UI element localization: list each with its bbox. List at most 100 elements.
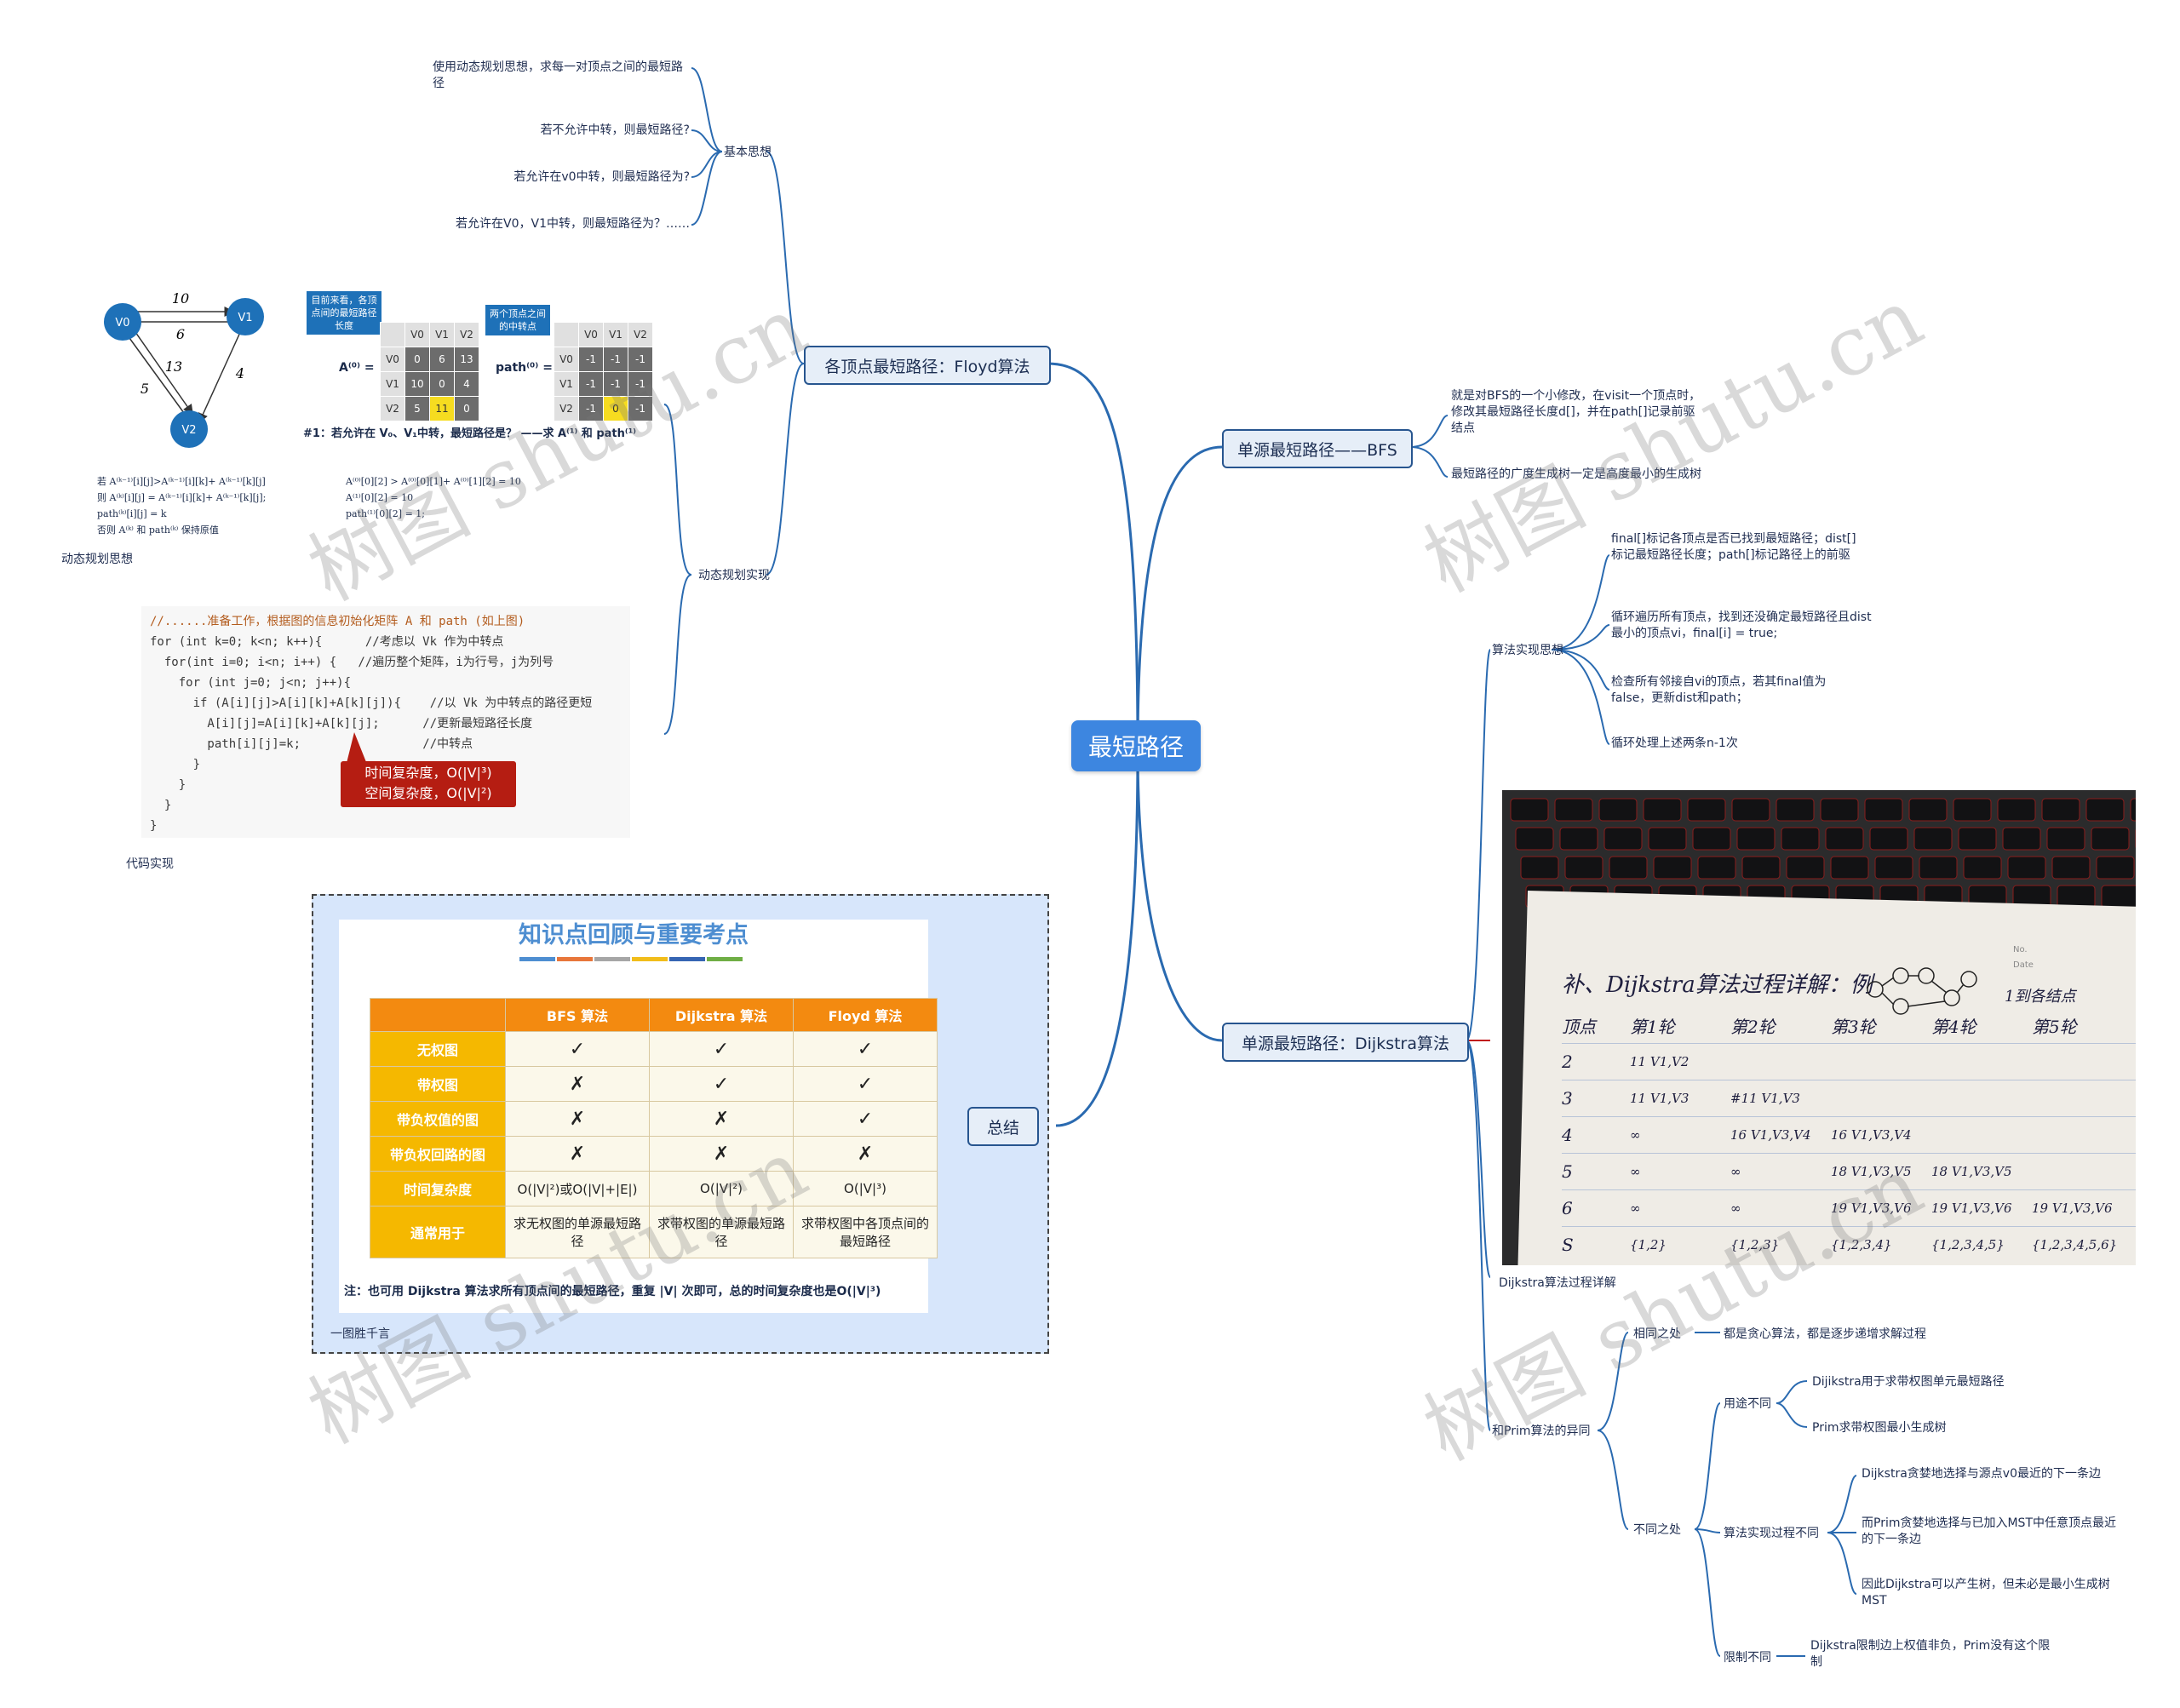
matrix-cell: -1 xyxy=(578,396,604,421)
code-line: if (A[i][j]>A[i][k]+A[k][j]){ //以 Vk 为中转… xyxy=(150,696,593,710)
notebook-cell: {1,2,3,4,5,6} xyxy=(2032,1237,2118,1252)
floyd-rule-block: 若 A⁽ᵏ⁻¹⁾[i][j]>A⁽ᵏ⁻¹⁾[i][k]+ A⁽ᵏ⁻¹⁾[k][j… xyxy=(97,473,344,538)
notebook-cell: 6 xyxy=(1562,1198,1573,1218)
summary-node[interactable]: 总结 xyxy=(967,1107,1039,1146)
notebook-cell: ∞ xyxy=(1630,1164,1641,1179)
comparison-header xyxy=(370,998,506,1032)
keyboard-key xyxy=(2101,885,2136,908)
code-line: for (int j=0; j<n; j++){ xyxy=(150,676,352,690)
comparison-cell: ✓ xyxy=(793,1066,938,1102)
notebook-cell: {1,2} xyxy=(1630,1237,1667,1252)
matrix-row-header: V0 xyxy=(554,347,579,372)
notebook-cell: 19 V1,V3,V6 xyxy=(1831,1201,1912,1216)
keyboard-key xyxy=(2007,856,2046,880)
dijkstra-idea-label[interactable]: 算法实现思想 xyxy=(1492,644,1563,657)
notebook-mini-graph xyxy=(1867,967,1977,1015)
keyboard-key xyxy=(2091,827,2130,851)
keyboard-key xyxy=(1692,827,1731,851)
notebook-corner-no: No. xyxy=(2013,945,2028,954)
use-label[interactable]: 用途不同 xyxy=(1724,1397,1771,1411)
basic-idea-item-2[interactable]: 若允许在v0中转，则最短路径为? xyxy=(513,170,690,184)
same-item[interactable]: 都是贪心算法，都是逐步递增求解过程 xyxy=(1724,1327,1926,1341)
code-line: //......准备工作，根据图的信息初始化矩阵 A 和 path (如上图) xyxy=(150,615,525,628)
basic-idea-label[interactable]: 基本思想 xyxy=(724,146,772,159)
bfs-node[interactable]: 单源最短路径——BFS xyxy=(1222,429,1413,468)
matrix-row-header: V0 xyxy=(380,347,405,372)
comparison-cell: 求带权图的单源最短路径 xyxy=(649,1206,794,1258)
same-label[interactable]: 相同之处 xyxy=(1633,1327,1681,1341)
keyboard-key xyxy=(2041,798,2080,822)
code-line: A[i][j]=A[i][k]+A[k][j]; //更新最短路径长度 xyxy=(150,717,533,731)
comparison-cell: O(|V|²)或O(|V|+|E|) xyxy=(505,1171,650,1206)
notebook-corner-date: Date xyxy=(2013,960,2034,970)
keyboard-key xyxy=(2085,798,2125,822)
dijkstra-idea-item-3[interactable]: 循环处理上述两条n-1次 xyxy=(1611,737,1738,750)
keyboard-key xyxy=(1736,827,1776,851)
keyboard-key xyxy=(1963,856,2002,880)
code-line: } xyxy=(150,819,158,833)
keyboard-key xyxy=(1687,798,1726,822)
use-item-1[interactable]: Prim求带权图最小生成树 xyxy=(1812,1421,1947,1435)
keyboard-key xyxy=(1697,856,1736,880)
keyboard-key xyxy=(1869,827,1908,851)
dijkstra-idea-item-2[interactable]: 检查所有邻接自vi的顶点，若其final值为false，更新dist和path； xyxy=(1611,675,1827,705)
summary-note: 注：也可用 Dijkstra 算法求所有顶点间的最短路径，重复 |V| 次即可，… xyxy=(344,1285,881,1298)
basic-idea-item-0[interactable]: 使用动态规划思想，求每一对顶点之间的最短路径 xyxy=(433,60,683,90)
use-item-0[interactable]: Dijikstra用于求带权图单元最短路径 xyxy=(1812,1375,2005,1389)
matrix-col-header: V2 xyxy=(454,322,479,347)
bfs-item-0[interactable]: 就是对BFS的一个小修改，在visit一个顶点时，修改其最短路径长度d[]，并在… xyxy=(1451,389,1701,435)
floyd-step-text: #1：若允许在 V₀、V₁中转，最短路径是？ ——求 A⁽¹⁾ 和 path⁽¹… xyxy=(303,427,637,440)
notebook-cell: 19 V1,V3,V6 xyxy=(1931,1201,2012,1216)
comparison-cell: ✓ xyxy=(649,1066,794,1102)
impl-item-1[interactable]: 而Prim贪婪地选择与已加入MST中任意顶点最近的下一条边 xyxy=(1862,1516,2116,1546)
keyboard-key xyxy=(1958,827,1997,851)
matrix-cell: 13 xyxy=(454,347,479,372)
limit-label[interactable]: 限制不同 xyxy=(1724,1651,1771,1665)
bfs-item-1[interactable]: 最短路径的广度生成树一定是高度最小的生成树 xyxy=(1451,467,1701,481)
keyboard-key xyxy=(1554,798,1593,822)
impl-item-0[interactable]: Dijkstra贪婪地选择与源点v0最近的下一条边 xyxy=(1862,1467,2101,1481)
matrix-cell: 11 xyxy=(429,396,455,421)
matrix-cell: 6 xyxy=(429,347,455,372)
keyboard-key xyxy=(1919,856,1958,880)
comparison-cell: ✗ xyxy=(505,1066,650,1102)
notebook-cell: S xyxy=(1562,1235,1574,1255)
rule-line-2: path⁽ᵏ⁾[i][j] = k xyxy=(97,508,167,519)
notebook-cell: ∞ xyxy=(1730,1201,1741,1216)
comparison-cell: ✗ xyxy=(793,1136,938,1172)
keyboard-key xyxy=(1820,798,1859,822)
dp-impl-label[interactable]: 动态规划实现 xyxy=(698,569,770,582)
keyboard-key xyxy=(1731,798,1770,822)
notebook-cell: 11 V1,V3 xyxy=(1630,1091,1690,1106)
code-line: } xyxy=(150,778,186,792)
prim-label[interactable]: 和Prim算法的异同 xyxy=(1492,1424,1591,1438)
diff-label[interactable]: 不同之处 xyxy=(1633,1523,1681,1537)
dijkstra-node[interactable]: 单源最短路径：Dijkstra算法 xyxy=(1222,1023,1469,1062)
keyboard-key xyxy=(1874,856,1913,880)
impl-item-2[interactable]: 因此Dijkstra可以产生树，但未必是最小生成树MST xyxy=(1862,1578,2110,1608)
limit-item[interactable]: Dijkstra限制边上权值非负，Prim没有这个限制 xyxy=(1810,1639,2051,1669)
matrix-cell: -1 xyxy=(628,396,653,421)
impl-label[interactable]: 算法实现过程不同 xyxy=(1724,1527,1819,1540)
keyboard-key xyxy=(2051,856,2091,880)
keyboard-key xyxy=(1603,827,1643,851)
keyboard-key xyxy=(1825,827,1864,851)
basic-idea-item-3[interactable]: 若允许在V0，V1中转，则最短路径为？…… xyxy=(456,217,690,231)
comparison-cell: ✓ xyxy=(793,1101,938,1137)
dijkstra-idea-item-1[interactable]: 循环遍历所有顶点，找到还没确定最短路径且dist最小的顶点vi，final[i]… xyxy=(1611,610,1872,640)
dijkstra-idea-item-0[interactable]: final[]标记各顶点是否已找到最短路径；dist[]标记最短路径长度；pat… xyxy=(1611,532,1856,562)
complexity-badge: 时间复杂度，O(|V|³) 空间复杂度，O(|V|²) xyxy=(341,761,516,807)
root-node[interactable]: 最短路径 xyxy=(1071,720,1201,771)
matrix-cell: 0 xyxy=(603,396,628,421)
notebook-heading: 补、Dijkstra算法过程详解：例 xyxy=(1562,972,1873,998)
matrix-corner xyxy=(380,322,405,347)
keyboard-key xyxy=(1776,798,1815,822)
comparison-cell: ✗ xyxy=(649,1136,794,1172)
callout-path: 两个顶点之间的中转点 xyxy=(485,305,550,335)
complexity-pointer xyxy=(346,732,368,766)
floyd-node[interactable]: 各顶点最短路径：Floyd算法 xyxy=(804,346,1051,385)
matrix-cell: 0 xyxy=(454,396,479,421)
basic-idea-item-1[interactable]: 若不允许中转，则最短路径? xyxy=(540,123,690,137)
